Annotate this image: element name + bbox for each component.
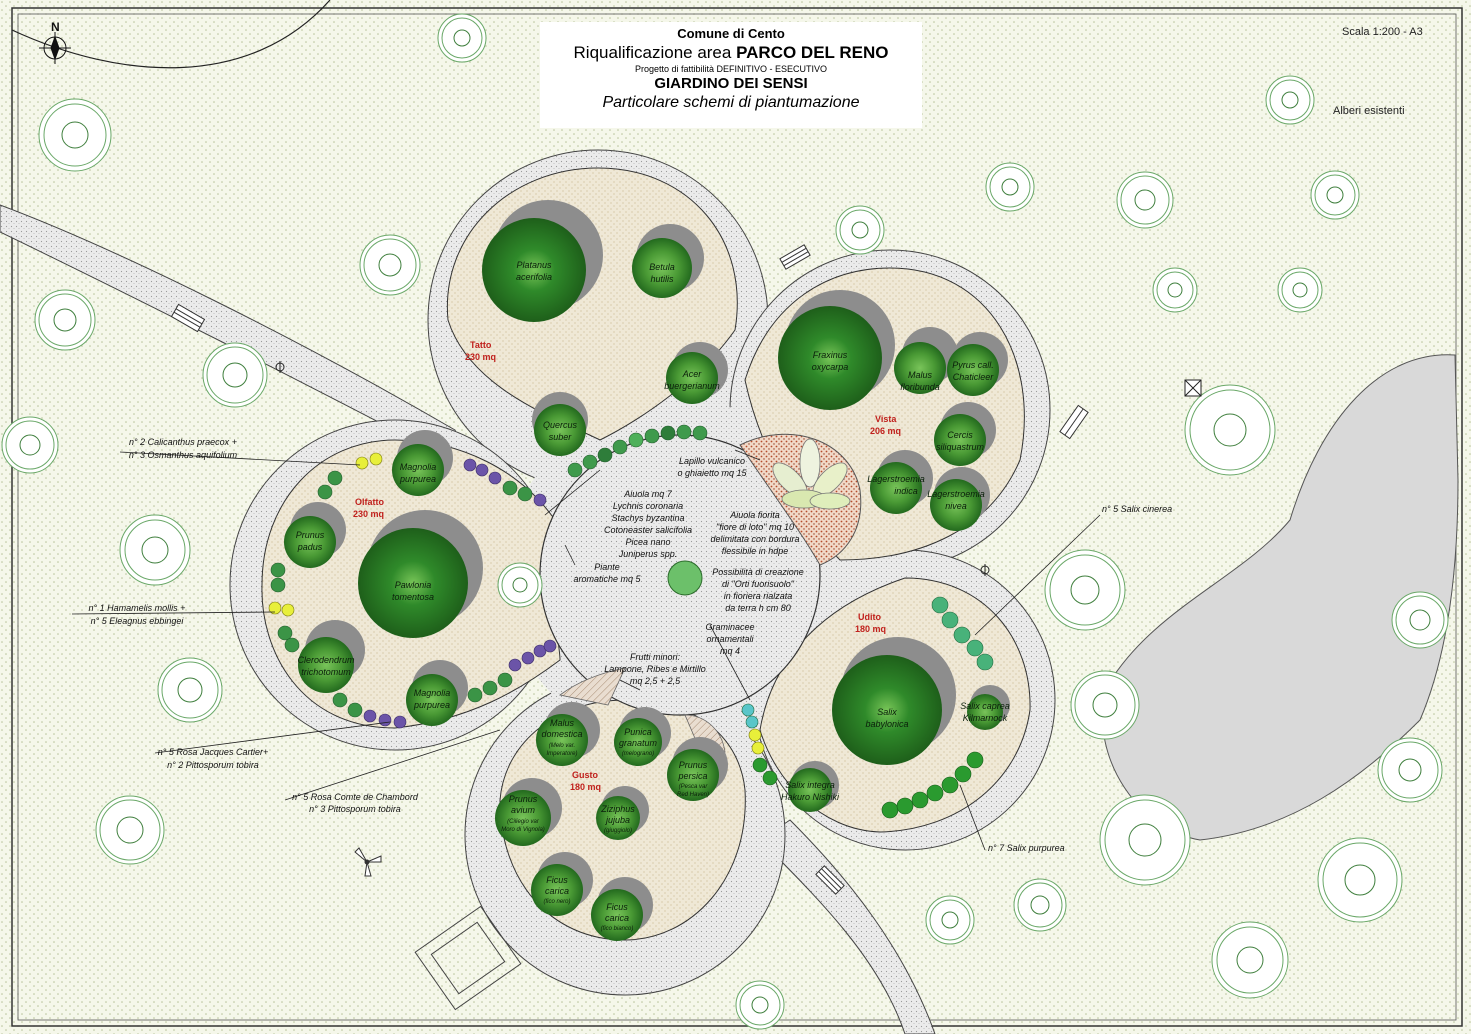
tree-quercus (534, 404, 586, 456)
drawing-subtitle: Particolare schemi di piantumazione (602, 94, 860, 111)
tree-fraxinus (778, 306, 882, 410)
zone-udito-name: Udito (858, 612, 881, 622)
tree-salix-babylonica (832, 655, 942, 765)
lotus-flower-icon (772, 438, 851, 510)
center-aromatic-bed (667, 560, 703, 596)
fan-sculpture-icon (354, 847, 382, 877)
shrub-hedges (268, 424, 994, 819)
tree-salix-integra (788, 768, 832, 812)
project-phase: Progetto di fattibilità DEFINITIVO - ESE… (634, 64, 828, 74)
tree-lagerstroemia-indica (870, 462, 922, 514)
title-block: Comune di Cento Riqualificazione area PA… (540, 22, 922, 128)
zone-gusto-area: 180 mq (570, 782, 601, 792)
callout-salix-cinerea: n° 5 Salix cinerea (1102, 504, 1172, 514)
callout-salix-purpurea: n° 7 Salix purpurea (988, 843, 1065, 853)
project-title: Riqualificazione area PARCO DEL RENO (573, 43, 889, 62)
municipality-title: Comune di Cento (677, 26, 785, 41)
callout-calicanthus: n° 2 Calicanthus praecox +n° 3 Osmanthus… (129, 437, 238, 460)
leader-lines (71, 449, 1101, 851)
existing-trees (1, 13, 1449, 1030)
tree-ziziphus (596, 796, 640, 840)
zone-olfatto-area: 230 mq (353, 509, 384, 519)
tree-ficus-1 (531, 864, 583, 916)
label-pyrus: Pyrus call.Chaticleer (952, 360, 994, 382)
tree-cercis (934, 414, 986, 466)
tree-pyrus (947, 344, 999, 396)
tree-salix-caprea (967, 694, 1003, 730)
tree-acer (666, 352, 718, 404)
tree-malus-domestica (536, 714, 588, 766)
lamp-icon (275, 361, 990, 576)
tree-magnolia-2 (406, 674, 458, 726)
zone-tatto-name: Tatto (470, 340, 492, 350)
tree-malus-floribunda (894, 342, 946, 394)
garden-title: GIARDINO DEI SENSI (654, 75, 808, 92)
zone-vista-area: 206 mq (870, 426, 901, 436)
legend-existing-trees: Alberi esistenti (1333, 105, 1405, 117)
tree-prunus-padus (284, 516, 336, 568)
zone-tatto-area: 230 mq (465, 352, 496, 362)
sheet-border (11, 7, 1463, 1027)
tree-platanus (482, 218, 586, 322)
scale-label: Scala 1:200 - A3 (1342, 26, 1423, 38)
tree-prunus-avium (495, 790, 551, 846)
fruit-bed-left (559, 667, 626, 706)
north-arrow-icon (39, 32, 71, 64)
play-structure-icon (1184, 379, 1202, 397)
tree-ficus-2 (591, 889, 643, 941)
tree-punica (614, 718, 662, 766)
pergola-frame (414, 905, 522, 1011)
pond (1101, 354, 1459, 841)
bench-icon (170, 244, 1089, 895)
tree-pawlonia (358, 528, 468, 638)
tree-lagerstroemia-nivea (930, 479, 982, 531)
zone-udito-area: 180 mq (855, 624, 886, 634)
zone-vista-name: Vista (875, 414, 897, 424)
callout-hamamelis: n° 1 Hamamelis mollis +n° 5 Eleagnus ebb… (89, 603, 186, 626)
tree-prunus-persica (667, 749, 719, 801)
callout-rosa-jacques-cartier: n° 5 Rosa Jacques Cartier+n° 2 Pittospor… (158, 747, 268, 770)
tree-clerodendrum (298, 637, 354, 693)
zone-gusto-name: Gusto (572, 770, 599, 780)
north-label: N (51, 20, 60, 34)
planned-trees (284, 200, 1010, 941)
tree-magnolia-1 (392, 444, 444, 496)
tree-betula (632, 238, 692, 298)
zone-olfatto-name: Olfatto (355, 497, 384, 507)
